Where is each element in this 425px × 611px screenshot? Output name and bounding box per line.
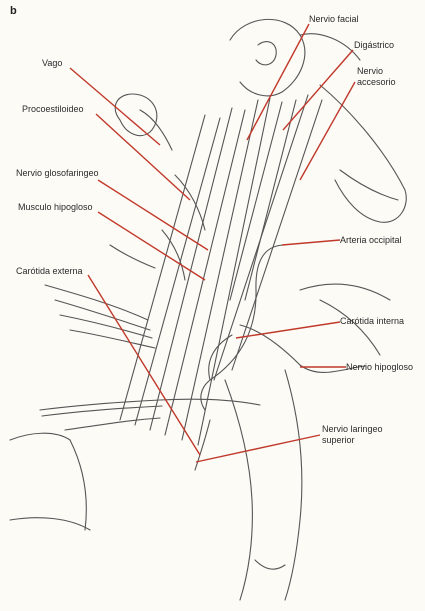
leader-digastrico bbox=[283, 50, 353, 130]
label-nervio-glosofaringeo: Nervio glosofaringeo bbox=[16, 168, 99, 179]
panel-letter: b bbox=[10, 5, 17, 17]
leader-nervio-glosofaringeo bbox=[98, 180, 208, 250]
label-nervio-hipogloso: Nervio hipogloso bbox=[346, 362, 413, 373]
label-nervio-laringeo-line2: superior bbox=[322, 435, 355, 446]
leader-arteria-occipital bbox=[282, 240, 340, 245]
label-arteria-occipital: Arteria occipital bbox=[340, 235, 402, 246]
label-procesoestiloideo: Procoestiloideo bbox=[22, 104, 84, 115]
label-vago: Vago bbox=[42, 58, 62, 69]
label-musculo-hipogloso: Musculo hipogloso bbox=[18, 202, 93, 213]
leader-musculo-hipogloso bbox=[98, 212, 205, 280]
label-carotida-interna: Carótida interna bbox=[340, 316, 404, 327]
label-digastrico: Digástrico bbox=[354, 40, 394, 51]
label-nervio-accesorio-line2: accesorio bbox=[357, 77, 396, 88]
label-nervio-facial: Nervio facial bbox=[309, 14, 359, 25]
label-nervio-laringeo-line1: Nervio laringeo bbox=[322, 424, 383, 435]
leader-carotida-externa bbox=[88, 275, 200, 455]
leader-nervio-facial bbox=[247, 24, 309, 140]
label-nervio-accesorio-line1: Nervio bbox=[357, 66, 383, 77]
leader-nervio-accesorio bbox=[300, 82, 355, 180]
label-carotida-externa: Carótida externa bbox=[16, 266, 83, 277]
